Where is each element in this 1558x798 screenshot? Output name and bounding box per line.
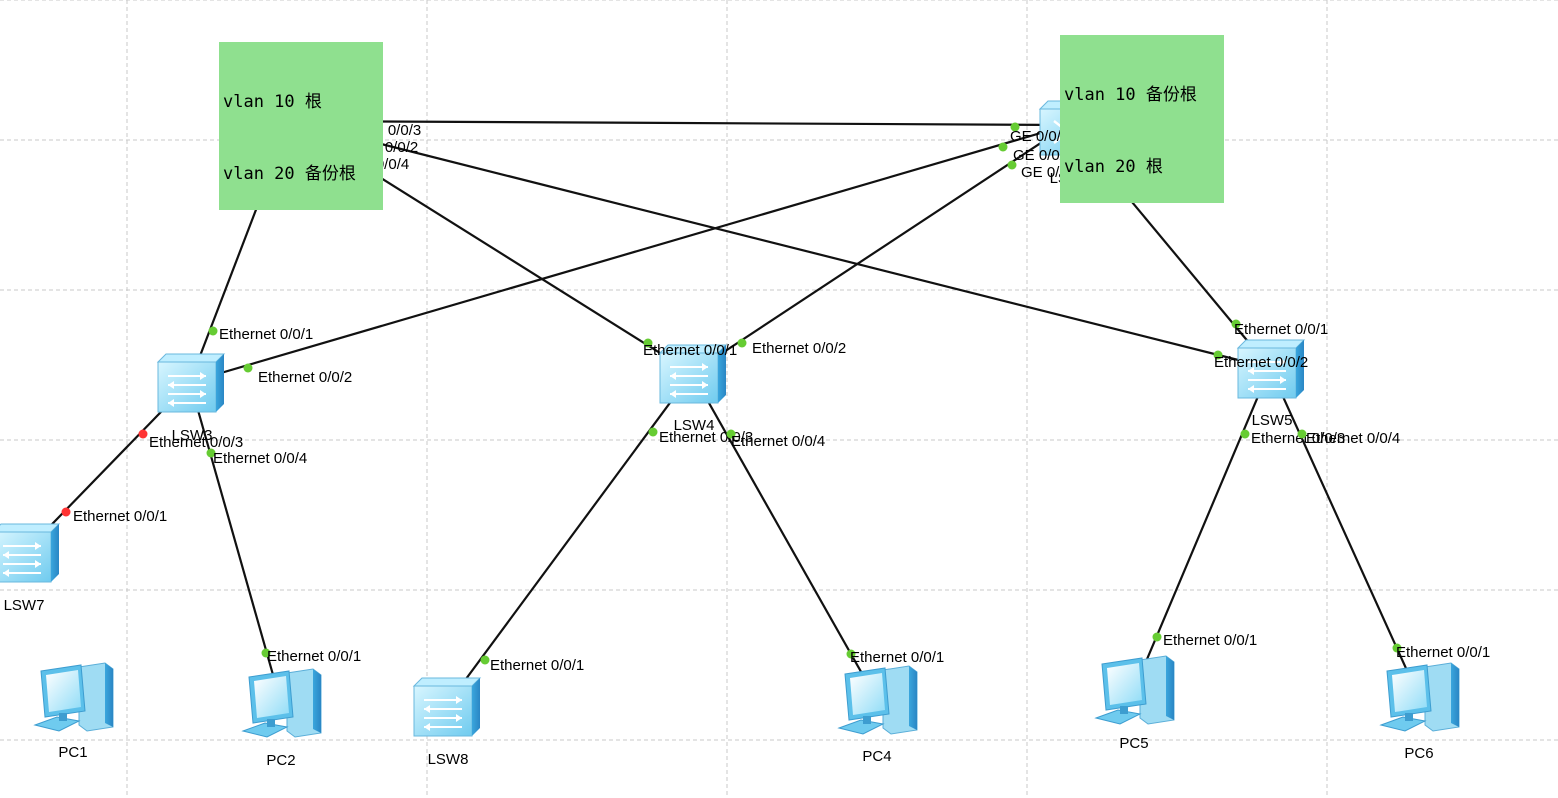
note-lsw2-line-1: vlan 10 备份根 [1064, 85, 1197, 105]
device-pc5[interactable]: PC5 [1094, 655, 1175, 752]
port-dot-lsw3-ethernet-0-0-1[interactable] [208, 326, 218, 336]
device-lsw5[interactable]: LSW5 [1236, 339, 1306, 429]
port-label-lsw7-ethernet-0-0-1: Ethernet 0/0/1 [73, 508, 167, 525]
device-label-lsw4: LSW4 [674, 417, 715, 434]
device-pc6[interactable]: PC6 [1379, 662, 1460, 762]
port-label-lsw3-ethernet-0-0-3: Ethernet 0/0/3 [149, 434, 243, 451]
device-pc2[interactable]: PC2 [241, 668, 322, 769]
port-label-pc4-ethernet-0-0-1: Ethernet 0/0/1 [850, 649, 944, 666]
pc-icon [837, 665, 918, 735]
device-label-lsw3: LSW3 [172, 427, 213, 444]
port-dot-lsw4-ethernet-0-0-3[interactable] [648, 427, 658, 437]
note-lsw6-line-1: vlan 10 根 [223, 92, 322, 112]
port-label-lsw2-ge-0-0-3: GE 0/0/3 [1010, 128, 1069, 145]
pc-icon [33, 662, 114, 732]
switch-icon [412, 677, 482, 737]
link-lsw2-lsw4[interactable] [691, 124, 1069, 374]
port-dot-lsw5-ethernet-0-0-3[interactable] [1240, 429, 1250, 439]
device-lsw8[interactable]: LSW8 [412, 677, 482, 768]
switch-icon [0, 523, 61, 583]
device-label-lsw8: LSW8 [428, 751, 469, 768]
device-label-pc4: PC4 [862, 748, 891, 765]
note-lsw2[interactable]: vlan 10 备份根 vlan 20 根 [1060, 35, 1224, 203]
port-label-lsw5-ethernet-0-0-1: Ethernet 0/0/1 [1234, 321, 1328, 338]
link-lsw2-lsw3[interactable] [189, 123, 1069, 384]
port-label-lsw3-ethernet-0-0-2: Ethernet 0/0/2 [258, 369, 352, 386]
port-label-pc2-ethernet-0-0-1: Ethernet 0/0/1 [267, 648, 361, 665]
device-label-pc6: PC6 [1404, 745, 1433, 762]
pc-icon [1094, 655, 1175, 725]
device-lsw4[interactable]: LSW4 [658, 344, 728, 434]
port-dot-lsw2-ge-0-0-1[interactable] [1007, 160, 1017, 170]
pc-icon [241, 668, 322, 738]
port-dot-lsw3-ethernet-0-0-2[interactable] [243, 363, 253, 373]
device-label-lsw7: LSW7 [4, 597, 45, 614]
device-pc4[interactable]: PC4 [837, 665, 918, 765]
port-dot-pc5-ethernet-0-0-1[interactable] [1152, 632, 1162, 642]
port-dot-lsw4-ethernet-0-0-4[interactable] [726, 429, 736, 439]
port-dot-lsw4-ethernet-0-0-2[interactable] [737, 338, 747, 348]
device-label-pc5: PC5 [1119, 735, 1148, 752]
port-label-pc5-ethernet-0-0-1: Ethernet 0/0/1 [1163, 632, 1257, 649]
note-lsw6-line-2: vlan 20 备份根 [223, 164, 356, 184]
port-dot-pc6-ethernet-0-0-1[interactable] [1392, 643, 1402, 653]
link-lsw5-pc6[interactable] [1268, 367, 1421, 698]
port-dot-lsw5-ethernet-0-0-2[interactable] [1213, 350, 1223, 360]
switch-icon [658, 344, 728, 404]
switch-icon [1236, 339, 1306, 399]
port-dot-lsw7-ethernet-0-0-1[interactable] [61, 507, 71, 517]
port-dot-lsw3-ethernet-0-0-4[interactable] [206, 448, 216, 458]
device-lsw7[interactable]: LSW7 [0, 523, 61, 614]
port-dot-pc4-ethernet-0-0-1[interactable] [846, 649, 856, 659]
link-lsw6-lsw5[interactable] [289, 119, 1271, 370]
port-label-lsw5-ethernet-0-0-4: Ethernet 0/0/4 [1306, 430, 1400, 447]
port-label-lsw8-ethernet-0-0-1: Ethernet 0/0/1 [490, 657, 584, 674]
port-label-lsw4-ethernet-0-0-4: Ethernet 0/0/4 [731, 433, 825, 450]
port-dot-lsw8-ethernet-0-0-1[interactable] [480, 655, 490, 665]
link-lsw4-pc4[interactable] [691, 372, 878, 701]
device-label-lsw5: LSW5 [1252, 412, 1293, 429]
port-dot-pc2-ethernet-0-0-1[interactable] [261, 648, 271, 658]
port-label-pc6-ethernet-0-0-1: Ethernet 0/0/1 [1396, 644, 1490, 661]
port-dot-lsw5-ethernet-0-0-4[interactable] [1297, 429, 1307, 439]
port-label-lsw4-ethernet-0-0-2: Ethernet 0/0/2 [752, 340, 846, 357]
link-lsw6-lsw2[interactable] [289, 119, 1069, 127]
port-label-lsw3-ethernet-0-0-1: Ethernet 0/0/1 [219, 326, 313, 343]
port-label-lsw2-ge-0-0-4: GE 0/0/4 [1013, 147, 1072, 164]
device-label-pc1: PC1 [58, 744, 87, 761]
port-label-lsw5-ethernet-0-0-2: Ethernet 0/0/2 [1214, 354, 1308, 371]
pc-icon [1379, 662, 1460, 732]
port-dot-lsw2-ge-0-0-3[interactable] [1010, 122, 1020, 132]
port-label-lsw4-ethernet-0-0-1: Ethernet 0/0/1 [643, 342, 737, 359]
port-label-lsw5-ethernet-0-0-3: Ethernet 0/0/3 [1251, 430, 1345, 447]
port-label-lsw3-ethernet-0-0-4: Ethernet 0/0/4 [213, 450, 307, 467]
device-pc1[interactable]: PC1 [33, 662, 114, 761]
device-label-pc2: PC2 [266, 752, 295, 769]
port-dot-lsw2-ge-0-0-4[interactable] [998, 142, 1008, 152]
note-lsw2-line-2: vlan 20 根 [1064, 157, 1163, 177]
switch-icon [156, 353, 226, 413]
note-lsw6[interactable]: vlan 10 根 vlan 20 备份根 [219, 42, 383, 210]
port-dot-lsw3-ethernet-0-0-3[interactable] [138, 429, 148, 439]
port-dot-lsw4-ethernet-0-0-1[interactable] [643, 338, 653, 348]
port-dot-lsw5-ethernet-0-0-1[interactable] [1231, 319, 1241, 329]
device-lsw3[interactable]: LSW3 [156, 353, 226, 444]
